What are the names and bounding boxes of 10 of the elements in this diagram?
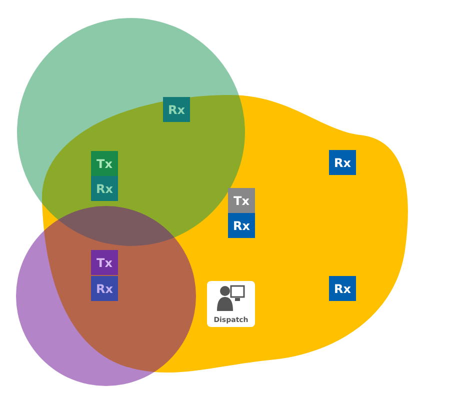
radio-label: Rx bbox=[329, 276, 356, 301]
radio-label: Rx bbox=[163, 97, 190, 122]
radio-label: Rx bbox=[228, 213, 255, 238]
radio-label: Rx bbox=[329, 150, 356, 175]
dispatch-card bbox=[207, 281, 255, 327]
radio-label: Tx bbox=[91, 250, 118, 275]
radio-label: Tx bbox=[91, 151, 118, 176]
radio-label: Rx bbox=[91, 176, 118, 201]
radio-label: Rx bbox=[91, 276, 118, 301]
radio-label: Tx bbox=[228, 188, 255, 213]
